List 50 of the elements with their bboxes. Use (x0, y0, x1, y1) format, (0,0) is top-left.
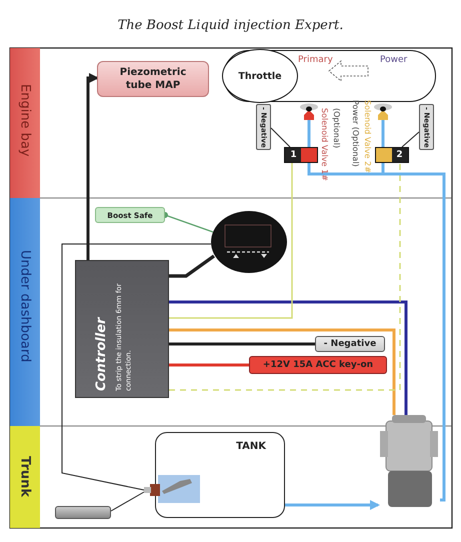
wire (110, 492, 144, 512)
ground-label: - Negative (324, 339, 376, 349)
flow-label: Primary (298, 55, 333, 65)
valve-number: 1 (289, 149, 298, 162)
valve-caption: Power (Optional) (351, 100, 360, 167)
solenoid-valve (375, 147, 409, 163)
zone-band (10, 198, 40, 426)
valve-caption: Solenoid Valve 1# (320, 108, 329, 181)
zone-label: Trunk (18, 456, 32, 498)
solenoid-valve (284, 147, 318, 163)
feature-tag (95, 207, 165, 223)
zone-label: Engine bay (18, 84, 32, 157)
wire (169, 163, 293, 319)
valve-caption: (Optional) (332, 108, 341, 148)
ground-bar-icon (55, 506, 111, 519)
nozzle-icon (374, 103, 392, 112)
title: The Boost Liquid injection Expert. (116, 18, 344, 33)
leader-line (270, 128, 290, 148)
wire (62, 244, 212, 490)
sensor-label: Piezometric tube MAP (118, 66, 188, 92)
ground-tag (419, 104, 434, 150)
arrow (86, 73, 99, 260)
zone-band (10, 426, 40, 528)
wire (169, 328, 396, 415)
leader-line (402, 132, 420, 148)
valve-number: 2 (395, 149, 404, 162)
level-sensor-icon (144, 475, 200, 503)
ground-tag (256, 104, 271, 150)
zone-label: Under dashboard (18, 250, 32, 362)
zone-band (10, 48, 40, 198)
sensor-box (97, 61, 209, 97)
valve-caption: Solenoid Valve 2# (363, 100, 372, 173)
hose-arrow (285, 500, 380, 510)
controller-title: Controller (94, 316, 109, 391)
flow-label: Power (380, 55, 408, 65)
gauge-display-icon (211, 211, 287, 273)
wire (169, 364, 249, 366)
hose (382, 163, 446, 502)
tank-label: TANK (236, 441, 266, 452)
wire (169, 254, 216, 278)
throttle-label: Throttle (238, 70, 282, 82)
controller-box (75, 260, 169, 398)
wire (169, 163, 401, 391)
nozzle-icon (300, 103, 318, 112)
power-tag (249, 356, 387, 374)
wire (169, 300, 408, 415)
intake-pipe (223, 50, 436, 102)
ground-tag (315, 336, 385, 352)
power-label: +12V 15A ACC key-on (262, 360, 374, 370)
wire (169, 342, 315, 346)
